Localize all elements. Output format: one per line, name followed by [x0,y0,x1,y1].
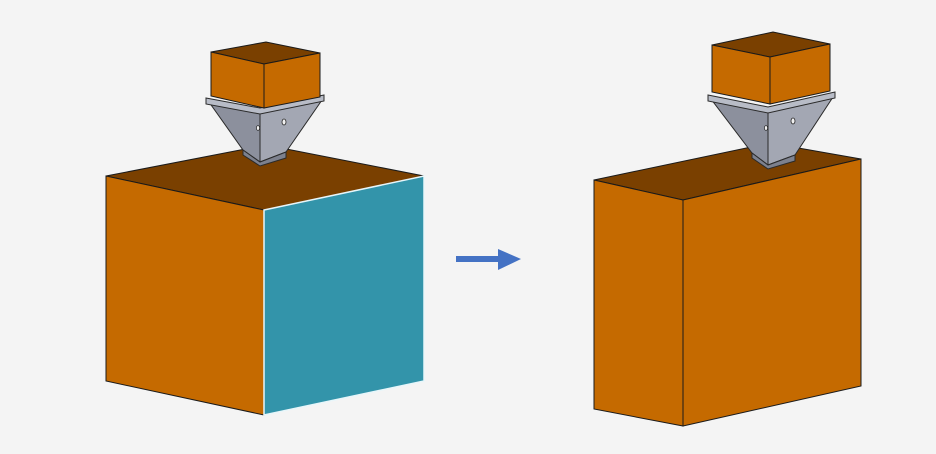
before-large-box-front-face [105,175,265,416]
after-hopper-top-rim [707,91,836,114]
before-small-box [210,41,321,109]
before-large-box-highlighted-side-face [263,175,425,416]
after-hopper [707,91,836,170]
after-small-box-side-face [769,43,831,105]
after-large-box [593,142,862,427]
before-hopper-hole-icon [255,125,260,131]
after-hopper-hole-icon [764,125,769,131]
right-arrow-icon [456,249,521,270]
before-hopper-hole-icon [281,118,287,126]
after-assembly [593,31,862,427]
before-small-box-side-face [263,52,321,109]
before-large-box [105,144,425,416]
before-assembly [105,41,425,416]
before-hopper-top-rim [205,94,325,115]
after-large-box-front-face [593,179,684,427]
after-large-box-side-face [682,158,862,427]
before-hopper [205,94,325,167]
after-small-box [711,31,831,105]
after-hopper-hole-icon [790,117,796,125]
after-hopper-bottom-flange [751,152,796,170]
before-hopper-bottom-flange [242,149,287,167]
